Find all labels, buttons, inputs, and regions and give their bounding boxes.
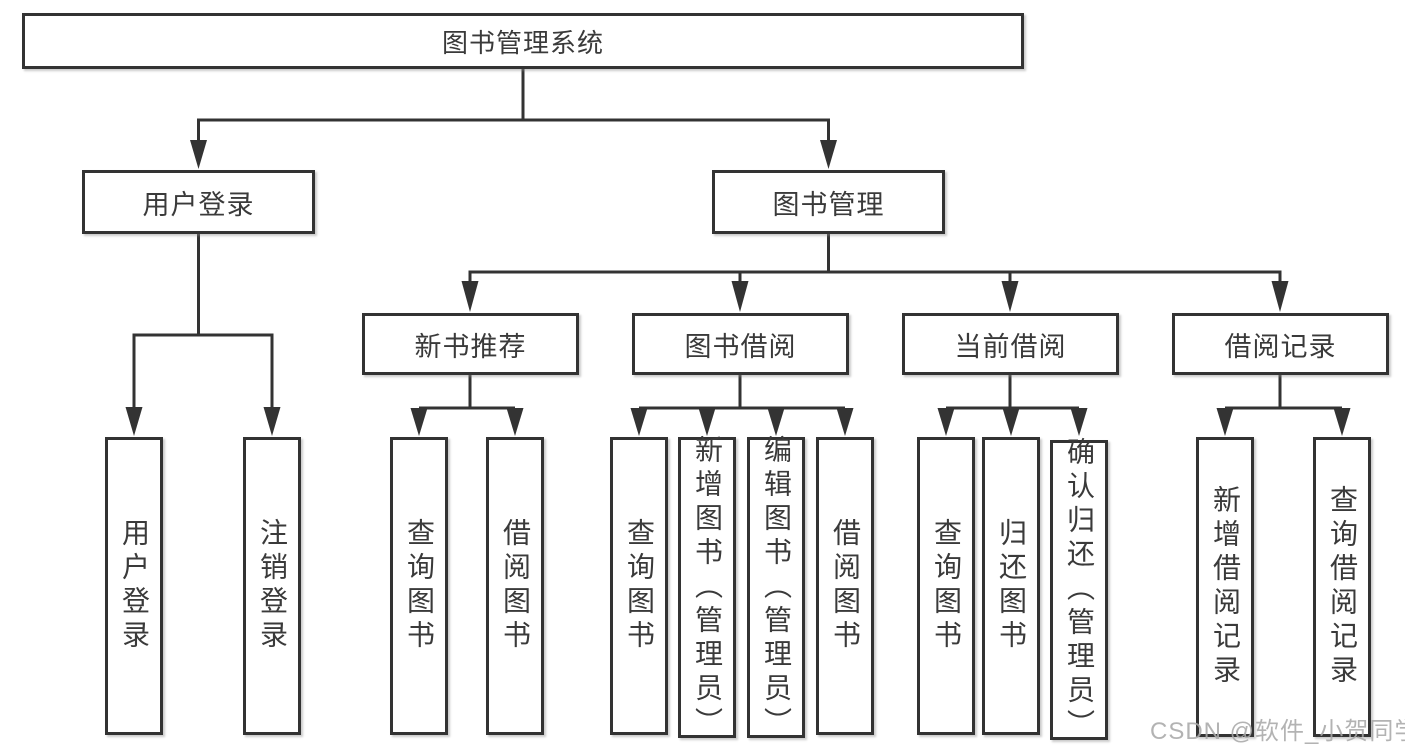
node-root: 图书管理系统	[22, 13, 1024, 69]
arrow-icon	[820, 140, 837, 169]
node-current-borrowing: 当前借阅	[902, 313, 1119, 375]
leaf-add-books-admin: 新增图书（管理员）	[678, 434, 736, 741]
node-new-book-recommend: 新书推荐	[362, 313, 579, 375]
node-user-login: 用户登录	[82, 170, 315, 234]
node-book-management-label: 图书管理	[772, 189, 885, 220]
node-user-login-label: 用户登录	[142, 189, 255, 220]
arrow-icon	[1002, 408, 1020, 436]
leaf-confirm-return-admin-label: 确认归还（管理员）	[1064, 437, 1095, 743]
leaf-borrow-books-label: 借阅图书	[830, 518, 861, 654]
leaf-borrow-query-books: 查询图书	[610, 437, 668, 735]
arrow-icon	[1001, 281, 1019, 312]
leaf-edit-books-admin-label: 编辑图书（管理员）	[761, 434, 792, 741]
leaf-recommend-query-books-label: 查询图书	[404, 518, 435, 654]
arrow-icon	[1333, 408, 1351, 436]
leaf-recommend-query-books: 查询图书	[390, 437, 448, 735]
node-current-borrowing-label: 当前借阅	[954, 331, 1067, 362]
leaf-current-query-books-label: 查询图书	[931, 518, 962, 654]
node-new-book-recommend-label: 新书推荐	[414, 331, 527, 362]
node-book-borrowing-label: 图书借阅	[684, 331, 797, 362]
arrow-icon	[410, 408, 428, 436]
leaf-current-query-books: 查询图书	[917, 437, 975, 735]
arrow-icon	[125, 407, 143, 436]
arrow-icon	[263, 407, 281, 436]
leaf-recommend-borrow-books: 借阅图书	[486, 437, 544, 735]
node-book-management: 图书管理	[712, 170, 945, 234]
arrow-icon	[506, 408, 524, 436]
leaf-add-books-admin-label: 新增图书（管理员）	[692, 434, 723, 741]
arrow-icon	[630, 408, 648, 436]
node-borrowing-records: 借阅记录	[1172, 313, 1389, 375]
leaf-add-borrow-record-label: 新增借阅记录	[1210, 485, 1241, 689]
leaf-query-borrow-record-label: 查询借阅记录	[1327, 485, 1358, 689]
leaf-logout: 注销登录	[243, 437, 301, 735]
leaf-confirm-return-admin: 确认归还（管理员）	[1050, 437, 1108, 743]
leaf-user-login-label: 用户登录	[119, 518, 150, 654]
leaf-return-books: 归还图书	[982, 437, 1040, 735]
arrow-icon	[1070, 408, 1088, 436]
node-root-label: 图书管理系统	[441, 27, 604, 58]
leaf-borrow-books: 借阅图书	[816, 437, 874, 735]
leaf-add-borrow-record: 新增借阅记录	[1196, 437, 1254, 737]
arrow-icon	[190, 140, 207, 169]
arrowheads	[125, 140, 1351, 436]
arrow-icon	[461, 281, 479, 312]
leaf-return-books-label: 归还图书	[996, 518, 1027, 654]
leaf-edit-books-admin: 编辑图书（管理员）	[747, 434, 805, 741]
leaf-user-login: 用户登录	[105, 437, 163, 735]
csdn-watermark: CSDN @软件_小贺同学	[1150, 718, 1405, 745]
node-borrowing-records-label: 借阅记录	[1224, 331, 1337, 362]
arrow-icon	[1271, 281, 1289, 312]
arrow-icon	[937, 408, 955, 436]
arrow-icon	[731, 281, 749, 312]
arrow-icon	[698, 408, 716, 436]
leaf-logout-label: 注销登录	[257, 518, 288, 654]
leaf-query-borrow-record: 查询借阅记录	[1313, 437, 1371, 737]
arrow-icon	[1216, 408, 1234, 436]
arrow-icon	[767, 408, 785, 436]
arrow-icon	[836, 408, 854, 436]
leaf-recommend-borrow-books-label: 借阅图书	[500, 518, 531, 654]
leaf-borrow-query-books-label: 查询图书	[624, 518, 655, 654]
node-book-borrowing: 图书借阅	[632, 313, 849, 375]
